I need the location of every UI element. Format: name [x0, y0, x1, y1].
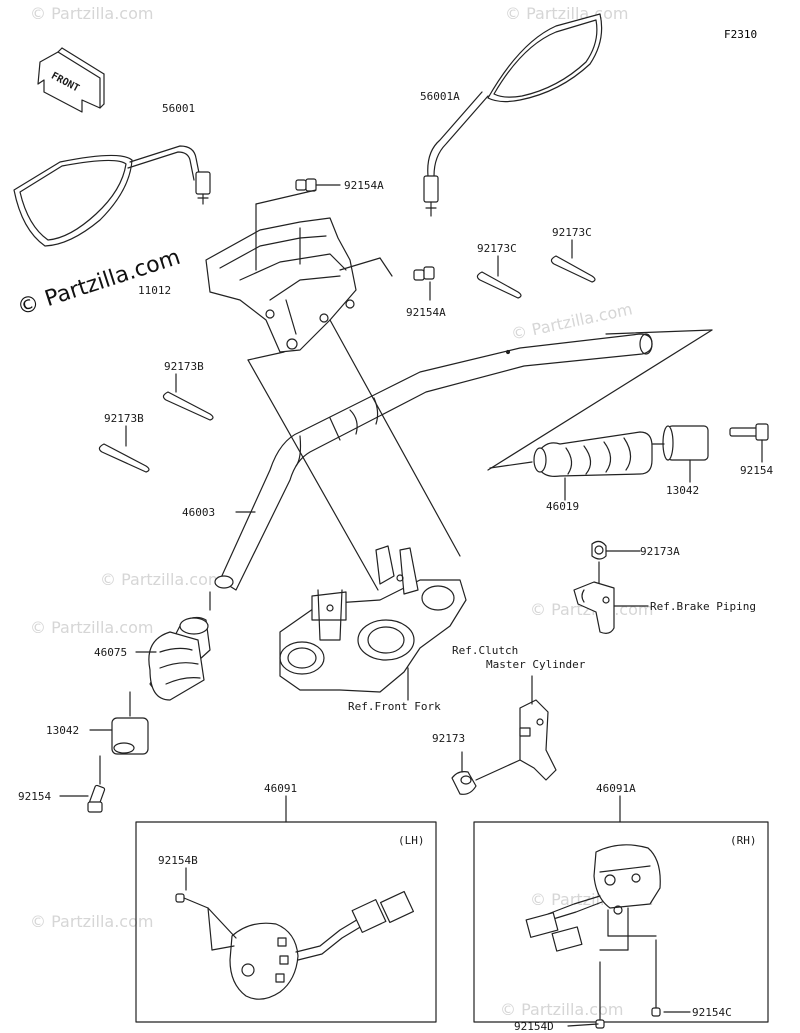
label-13042-right: 13042 [666, 484, 700, 497]
band-92173b-icon [98, 391, 214, 473]
watermark: © Partzilla.com [30, 912, 154, 931]
watermark: © Partzilla.com [30, 618, 154, 637]
rh-switch-box [473, 821, 769, 1023]
screw-92154b-icon [175, 893, 209, 909]
label-92154c: 92154C [692, 1006, 732, 1019]
triple-clamp-icon [279, 545, 467, 693]
label-92173: 92173 [432, 732, 466, 745]
front-arrow-icon [37, 47, 105, 113]
label-ref-front-fork: Ref.Front Fork [348, 700, 441, 713]
grip-right-icon [489, 431, 653, 477]
label-92173c-2: 92173C [552, 226, 592, 239]
label-master-cylinder: Master Cylinder [486, 658, 586, 671]
label-92173b-2: 92173B [104, 412, 144, 425]
label-92173a: 92173A [640, 545, 680, 558]
label-46075: 46075 [94, 646, 128, 659]
screw-left-icon [87, 784, 106, 813]
screw-92154d-icon [595, 961, 605, 1029]
label-92154a-top: 92154A [344, 179, 384, 192]
label-92154-right: 92154 [740, 464, 774, 477]
lh-switch-box [135, 821, 437, 1023]
label-13042-left: 13042 [46, 724, 80, 737]
label-46003: 46003 [182, 506, 216, 519]
clamp-92173a-icon [591, 540, 607, 560]
watermark: © Partzilla.com [500, 1000, 624, 1019]
label-46091: 46091 [264, 782, 298, 795]
grip-left-icon [148, 616, 211, 701]
handlebar-holder-icon [205, 217, 357, 353]
label-ref-clutch: Ref.Clutch [452, 644, 519, 657]
label-46091a: 46091A [596, 782, 636, 795]
watermark: © Partzilla.com [30, 4, 154, 23]
bolt-92154a-icon [295, 178, 341, 192]
label-46019: 46019 [546, 500, 580, 513]
label-56001: 56001 [162, 102, 196, 115]
box-tag-rh: (RH) [730, 834, 757, 847]
screw-92154c-icon [651, 939, 661, 1017]
clamp-92173-icon [451, 771, 477, 795]
bolt-92154a-icon [413, 266, 435, 301]
box-tag-lh: (LH) [398, 834, 425, 847]
switch-lh-icon [229, 890, 415, 1000]
brake-piping-bracket-icon [573, 581, 615, 634]
label-92154a-mid: 92154A [406, 306, 446, 319]
label-56001a: 56001A [420, 90, 460, 103]
label-92154b: 92154B [158, 854, 198, 867]
label-92173b-1: 92173B [164, 360, 204, 373]
watermark: © Partzilla.com [100, 570, 224, 589]
label-92173c-1: 92173C [477, 242, 517, 255]
label-92154d: 92154D [514, 1020, 554, 1033]
label-92154-left: 92154 [18, 790, 52, 803]
band-92173c-icon [476, 255, 596, 299]
bar-end-weight-left-icon [111, 717, 149, 755]
switch-rh-icon [525, 844, 661, 952]
screw-right-icon [729, 423, 769, 441]
label-ref-brake-piping: Ref.Brake Piping [650, 600, 756, 613]
bar-end-weight-right-icon [662, 425, 709, 461]
mirror-left-icon [13, 145, 211, 247]
label-11012: 11012 [138, 284, 172, 297]
mirror-right-icon [423, 13, 603, 217]
figure-id: F2310 [724, 28, 758, 41]
clutch-bracket-icon [519, 699, 557, 781]
